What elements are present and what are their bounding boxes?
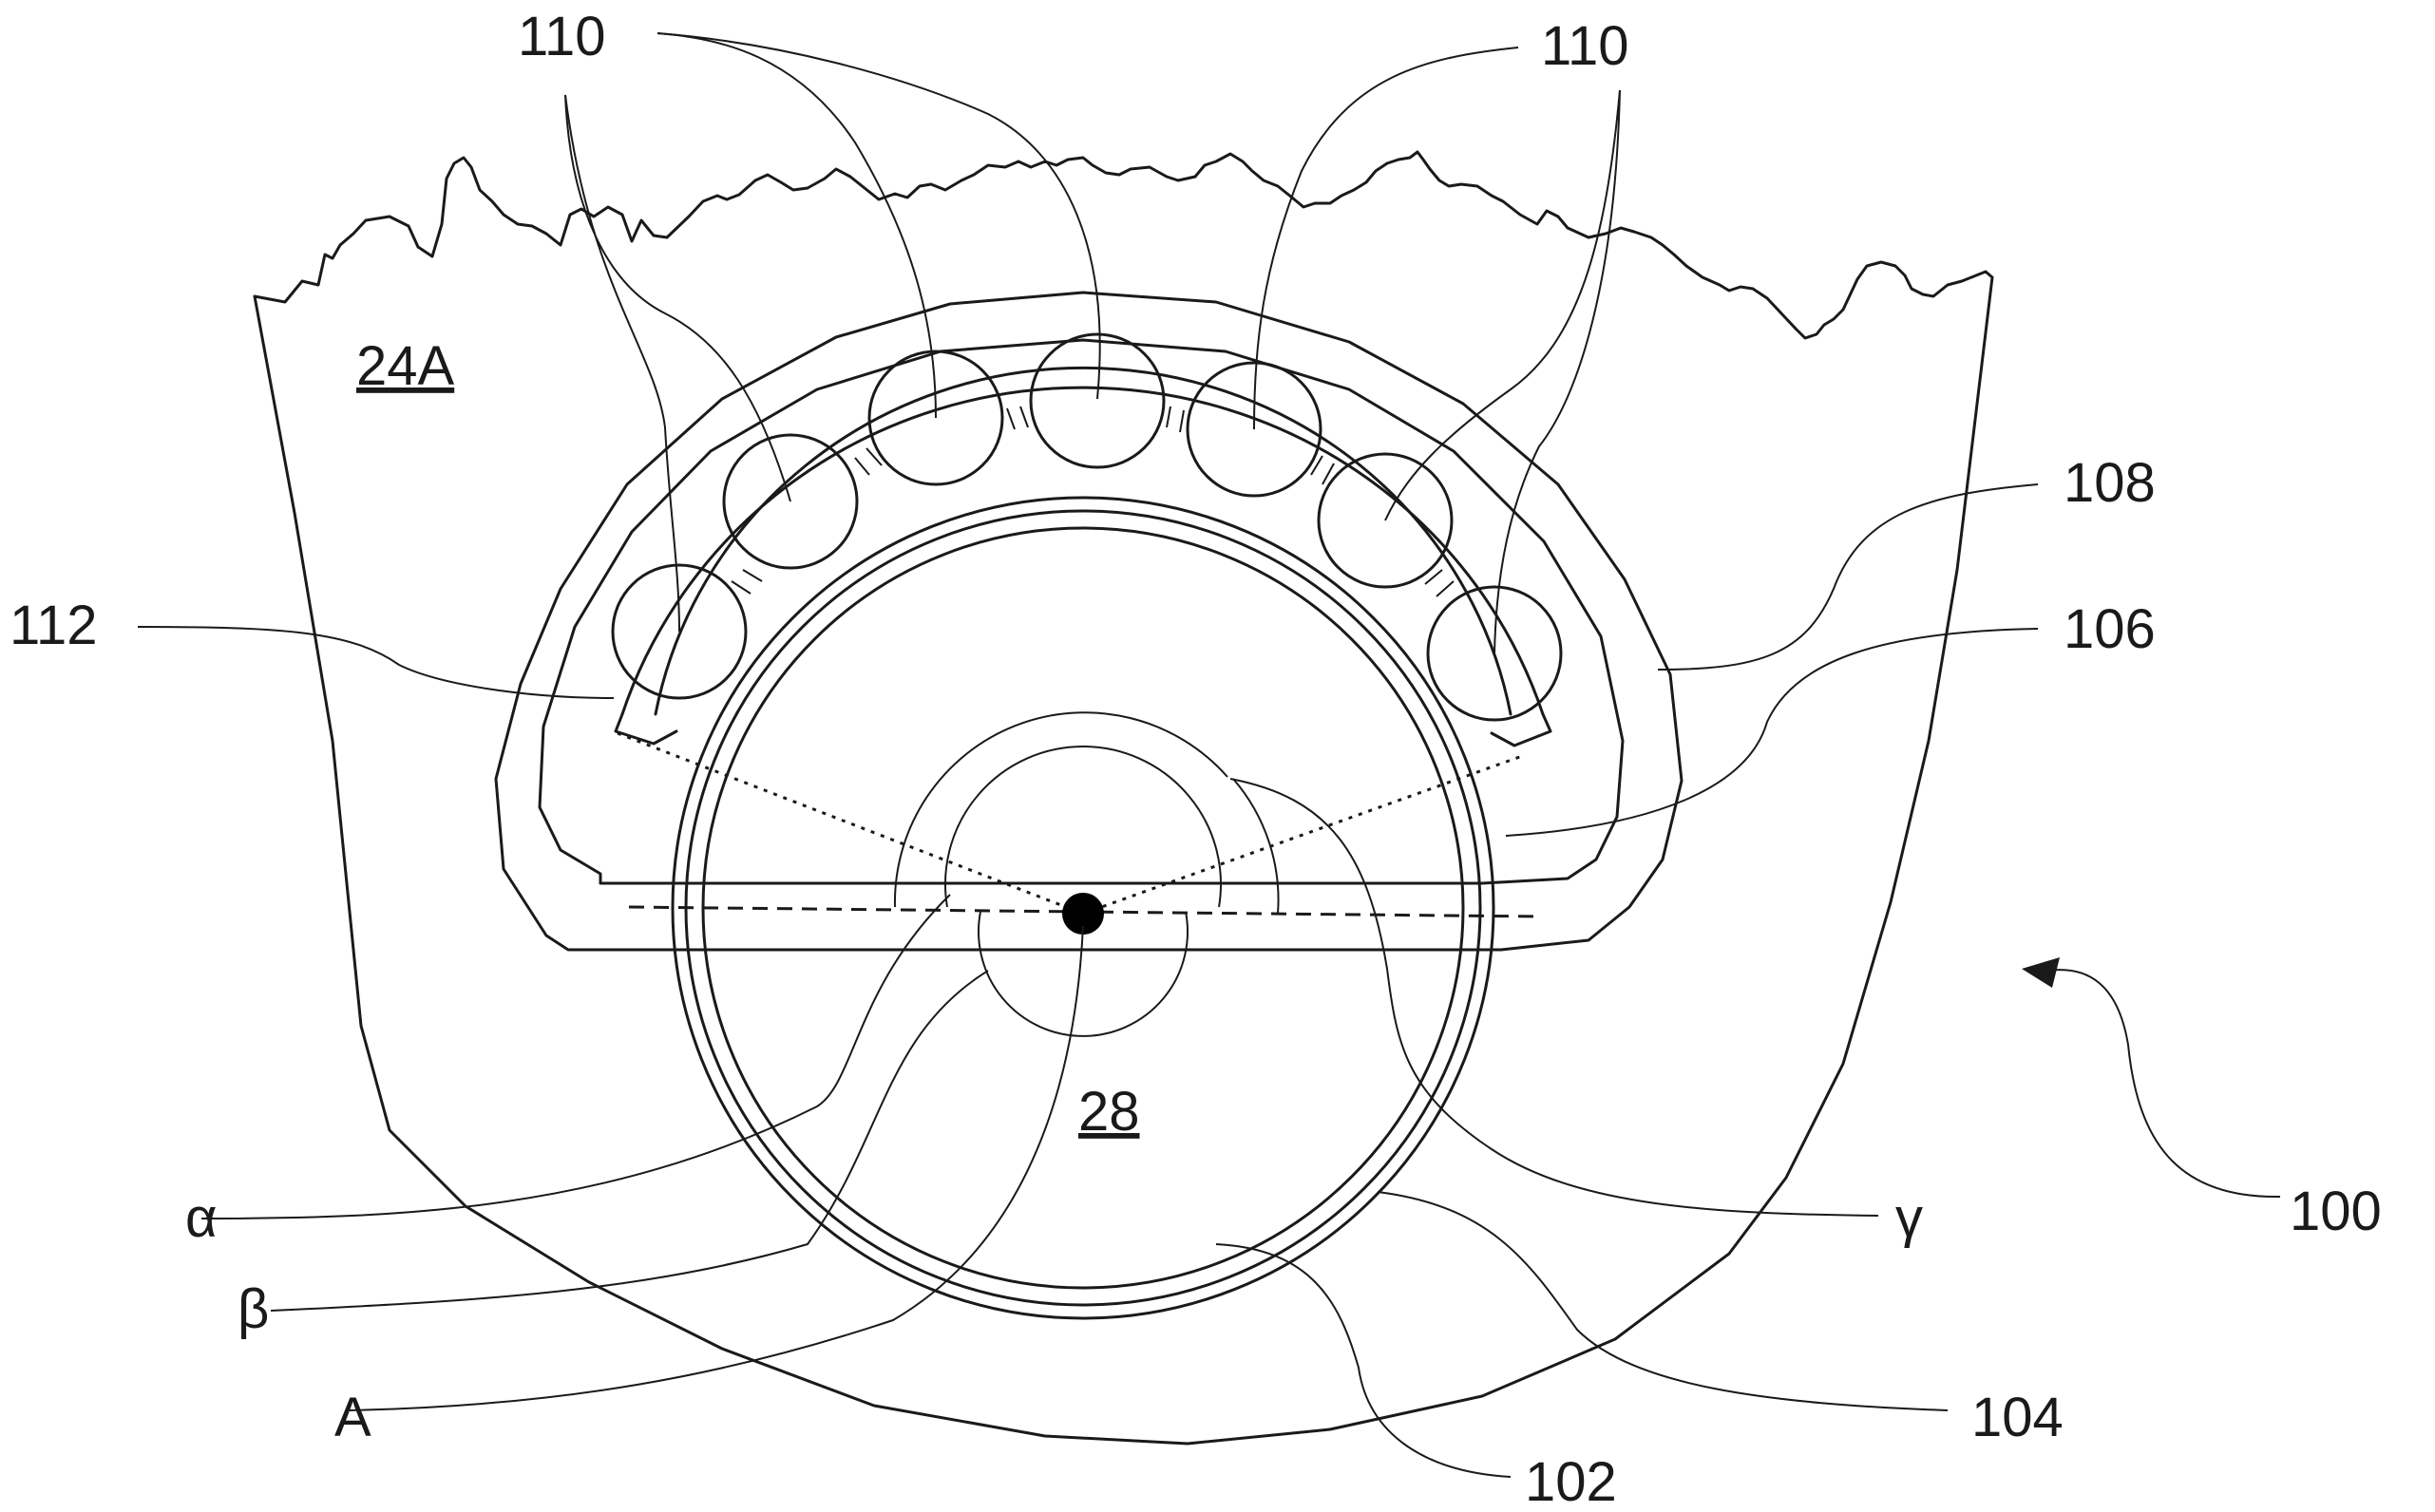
label-roller-top-left: 110 — [518, 6, 605, 67]
angle-arc-beta — [944, 746, 1222, 908]
roller — [867, 350, 1004, 486]
roller — [722, 433, 859, 570]
cage-webs — [731, 406, 1455, 597]
label-beta: β — [238, 1278, 269, 1340]
angle-arc-gamma — [1232, 778, 1280, 915]
cage-end-right — [1490, 712, 1552, 747]
label-cage: 108 — [2064, 452, 2156, 514]
bracket-inner — [538, 338, 1625, 885]
outer-ring-104 — [671, 496, 1495, 1320]
label-pin: 112 — [10, 595, 97, 656]
label-race: 106 — [2064, 598, 2156, 660]
roller — [1029, 332, 1166, 469]
label-shaft: 28 — [1078, 1081, 1140, 1143]
angle-arc-alpha — [893, 711, 1228, 908]
label-gamma: γ — [1895, 1187, 1923, 1249]
angle-arc-inner — [978, 911, 1189, 1037]
label-device: 100 — [2290, 1181, 2382, 1242]
label-alpha: α — [185, 1187, 218, 1249]
label-outer-ring: 104 — [1971, 1387, 2064, 1448]
label-housing: 24A — [356, 335, 455, 397]
bracket-outer — [494, 291, 1684, 952]
label-inner-ring: 102 — [1525, 1451, 1617, 1512]
roller — [1186, 361, 1322, 498]
roller — [1317, 452, 1454, 589]
label-roller-top-right: 110 — [1541, 15, 1628, 77]
leader-lines — [137, 32, 2281, 1478]
arrow-head — [2022, 957, 2060, 988]
housing-outline — [253, 150, 1994, 1446]
cage-inner-arc — [654, 366, 1512, 716]
cage-outer-arc — [620, 386, 1545, 716]
angle-line-right — [1082, 753, 1526, 916]
rollers — [611, 332, 1563, 722]
axis-point — [1062, 893, 1104, 935]
label-axis: A — [334, 1387, 371, 1448]
roller — [1426, 585, 1563, 722]
cage-end-left — [614, 712, 678, 746]
roller — [611, 563, 748, 700]
